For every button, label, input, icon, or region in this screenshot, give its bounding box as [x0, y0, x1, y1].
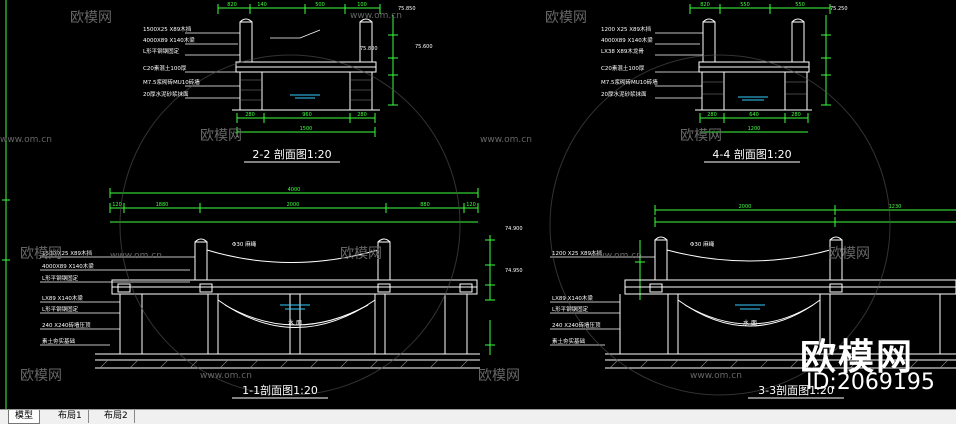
dimension-text: 550	[795, 2, 805, 8]
dimension-text: 140	[257, 2, 267, 8]
section-title-s44: 4-4 剖面图1:20	[712, 147, 791, 161]
brand-watermark: 欧模网	[200, 128, 242, 144]
dimension-text: 2000	[287, 202, 300, 208]
annotation-s33: 素土夯实基础	[552, 337, 586, 345]
annotation-s33: 1200 X25 X89木挡	[552, 249, 603, 257]
annotation-s44: 4000X89 X140木梁	[601, 36, 653, 44]
layout-tabbar: 模型 布局1 布局2	[0, 409, 956, 424]
elevation-mark: 75.850	[398, 6, 416, 12]
elevation-mark: 75.600	[415, 44, 433, 50]
dimension-text: 1230	[889, 204, 902, 210]
elevation-mark: 75.800	[360, 46, 378, 52]
annotation-s11: 1500 X25 X89木挡	[42, 249, 93, 257]
dimension-text: 280	[245, 112, 255, 118]
dimension-text: 120	[112, 202, 122, 208]
left-ruler	[2, 0, 10, 410]
section-4-4	[655, 4, 831, 133]
elevation-mark: 74.950	[505, 268, 523, 274]
section-3-3	[550, 205, 956, 369]
brand-watermark: 欧模网	[680, 128, 722, 144]
annotation-s11: LX89 X140木梁	[42, 294, 83, 302]
annotation-s11: L形平钢钢固定	[42, 305, 79, 313]
dimension-text: 550	[740, 2, 750, 8]
id-watermark: ID:2069195	[806, 370, 935, 395]
annotation-s11: 4000X89 X140木梁	[42, 262, 94, 270]
dimension-text: 500	[315, 2, 325, 8]
annotation-s22: M7.5浆砌砖MU10砖墙	[143, 78, 200, 86]
annotation-s33: 240 X240砖墙压顶	[552, 321, 601, 329]
annotation-s22: C20素混土100厚	[143, 64, 187, 72]
dimension-text: 820	[700, 2, 710, 8]
dimension-text: 1500	[300, 126, 313, 132]
tab-layout-1[interactable]: 布局1	[52, 410, 89, 423]
site-watermark: www.om.cn	[690, 371, 742, 381]
text-layer: 2-2 剖面图1:20 4-4 剖面图1:20 1-1剖面图1:20 3-3剖面图1:…	[0, 2, 902, 399]
annotation-s11: 素土夯实基础	[42, 337, 76, 345]
section-title-s22: 2-2 剖面图1:20	[252, 147, 331, 161]
dimension-text: 280	[791, 112, 801, 118]
section-1-1	[40, 188, 495, 369]
site-watermark: www.om.cn	[480, 135, 532, 145]
annotation-s22: 1500X25 X89木挡	[143, 25, 192, 33]
water-label: 水 面	[288, 319, 302, 327]
brand-watermark: 欧模网	[478, 368, 520, 384]
annotation-s44: 1200 X25 X89木挡	[601, 25, 652, 33]
annotation-s44: M7.5浆砌砖MU10砖墙	[601, 78, 658, 86]
dimension-text: 960	[302, 112, 312, 118]
elevation-mark: 74.900	[505, 226, 523, 232]
annotation-s22: 4000X89 X140木梁	[143, 36, 195, 44]
brand-watermark: 欧模网	[828, 246, 870, 262]
annotation-s44: 20厚水泥砂浆抹面	[601, 90, 647, 98]
dimension-text: 100	[357, 2, 367, 8]
annotation-s11: L形平钢钢固定	[42, 274, 79, 282]
rope-label: Φ30 麻绳	[232, 240, 257, 248]
dimension-text: 1880	[156, 202, 169, 208]
elevation-mark: 75.250	[830, 6, 848, 12]
brand-watermark: 欧模网	[545, 10, 587, 26]
dimension-text: 280	[707, 112, 717, 118]
site-watermark: www.om.cn	[350, 11, 402, 21]
dimension-text: 120	[466, 202, 476, 208]
brand-watermark: 欧模网	[340, 246, 382, 262]
brand-watermark: 欧模网	[20, 368, 62, 384]
dimension-text: 4000	[288, 187, 301, 193]
brand-watermark: 欧模网	[20, 246, 62, 262]
annotation-s44: C20素混土100厚	[601, 64, 645, 72]
drawing-canvas[interactable]: 2-2 剖面图1:20 4-4 剖面图1:20 1-1剖面图1:20 3-3剖面图1:…	[0, 0, 956, 410]
water-label: 水 面	[743, 319, 757, 327]
annotation-s11: 240 X240砖墙压顶	[42, 321, 91, 329]
dimension-text: 280	[357, 112, 367, 118]
dimension-text: 2000	[739, 204, 752, 210]
brand-watermark-logo: 欧模网	[800, 337, 915, 378]
dimension-text: 820	[227, 2, 237, 8]
annotation-s33: LX89 X140木梁	[552, 294, 593, 302]
dimension-text: 640	[749, 112, 759, 118]
brand-watermark: 欧模网	[70, 10, 112, 26]
site-watermark: www.om.cn	[590, 251, 642, 261]
tab-layout-2[interactable]: 布局2	[98, 410, 135, 423]
site-watermark: www.om.cn	[110, 251, 162, 261]
annotation-s22: L形平钢钢固定	[143, 47, 180, 55]
section-title-s33: 3-3剖面图1:20	[758, 383, 834, 397]
watermark-arcs	[119, 54, 891, 396]
annotation-s22: 20厚水泥砂浆抹面	[143, 90, 189, 98]
tab-model[interactable]: 模型	[8, 410, 41, 424]
annotation-s33: L形平钢钢固定	[552, 305, 589, 313]
dimension-text: 880	[420, 202, 430, 208]
dimension-text: 1200	[748, 126, 761, 132]
section-title-s11: 1-1剖面图1:20	[242, 383, 318, 397]
rope-label: Φ30 麻绳	[690, 240, 715, 248]
site-watermark: www.om.cn	[0, 135, 52, 145]
site-watermark: www.om.cn	[200, 371, 252, 381]
annotation-s44: LX38 X89木龙骨	[601, 47, 644, 55]
